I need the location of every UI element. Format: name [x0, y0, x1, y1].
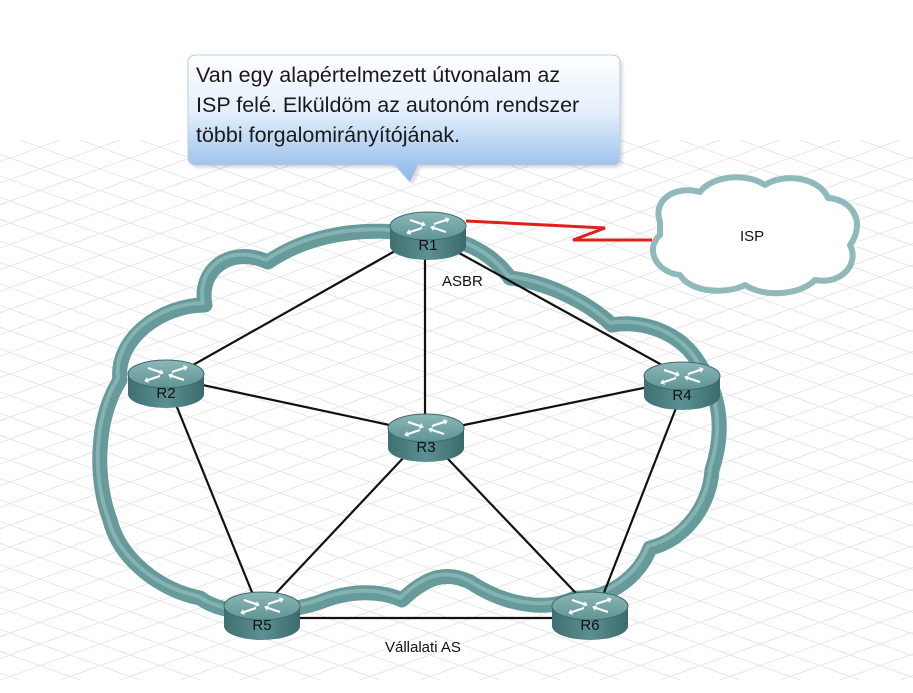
link-r3-r5 [261, 437, 423, 609]
router-r1: R1 [389, 211, 467, 260]
link-r1-r4 [431, 237, 681, 376]
as-cloud [92, 223, 727, 620]
asbr-label: ASBR [442, 273, 483, 290]
isp-cloud [649, 174, 860, 297]
callout-text: Van egy alapértelmezett útvonalam az ISP… [196, 60, 616, 150]
links [166, 237, 687, 620]
as-name-label: Vállalati AS [385, 639, 461, 656]
router-r6: R6 [551, 591, 629, 640]
link-r1-r2 [169, 237, 419, 379]
router-arrows-icon [404, 419, 448, 437]
router-label: R3 [416, 439, 435, 456]
serial-link-r1-isp [465, 219, 652, 242]
callout-line: Van egy alapértelmezett útvonalam az [196, 63, 561, 87]
link-r2-r3 [169, 376, 423, 434]
router-r3: R3 [387, 413, 465, 462]
router-r2: R2 [127, 359, 205, 408]
router-r5: R5 [223, 591, 301, 640]
router-arrows-icon [568, 597, 612, 615]
router-label: R4 [672, 387, 691, 404]
callout-line: többi forgalomirányítójának. [196, 123, 461, 147]
callout-bubble [187, 54, 623, 185]
router-arrows-icon [406, 217, 450, 235]
isp-label: ISP [740, 228, 764, 245]
router-label: R1 [418, 237, 437, 254]
router-label: R2 [156, 385, 175, 402]
callout-line: ISP felé. Elküldöm az autonóm rendszer [196, 93, 580, 117]
router-label: R5 [252, 617, 271, 634]
router-label: R6 [580, 617, 599, 634]
router-arrows-icon [660, 367, 704, 385]
router-arrows-icon [240, 597, 284, 615]
link-r3-r6 [427, 437, 593, 611]
router-r4: R4 [643, 361, 721, 410]
link-r2-r5 [166, 384, 262, 613]
router-arrows-icon [144, 365, 188, 383]
link-r3-r4 [429, 378, 683, 434]
link-r4-r6 [596, 384, 687, 609]
